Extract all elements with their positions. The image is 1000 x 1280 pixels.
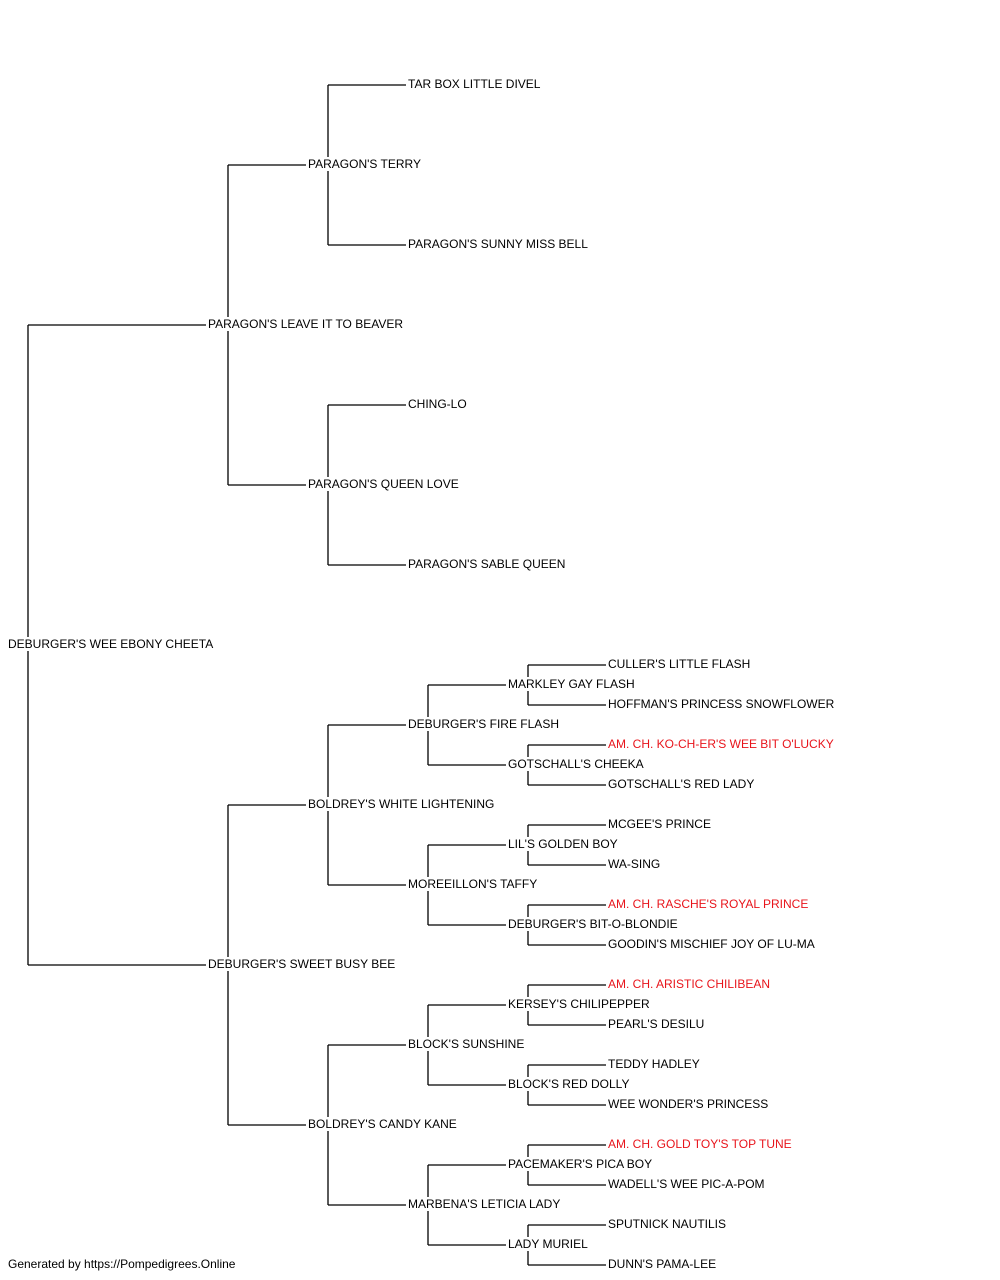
- ancestor-name: WA-SING: [606, 857, 663, 871]
- ancestor-name: DUNN'S PAMA-LEE: [606, 1257, 719, 1271]
- ancestor-name: GOTSCHALL'S CHEEKA: [506, 757, 646, 771]
- ancestor-name-champion: AM. CH. KO-CH-ER'S WEE BIT O'LUCKY: [606, 737, 836, 751]
- ancestor-name: GOODIN'S MISCHIEF JOY OF LU-MA: [606, 937, 817, 951]
- ancestor-name: GOTSCHALL'S RED LADY: [606, 777, 757, 791]
- ancestor-name: BOLDREY'S WHITE LIGHTENING: [306, 797, 497, 811]
- subject-name: DEBURGER'S WEE EBONY CHEETA: [6, 637, 216, 651]
- ancestor-name: TEDDY HADLEY: [606, 1057, 702, 1071]
- ancestor-name: KERSEY'S CHILIPEPPER: [506, 997, 652, 1011]
- ancestor-name-champion: AM. CH. GOLD TOY'S TOP TUNE: [606, 1137, 794, 1151]
- ancestor-name-champion: AM. CH. ARISTIC CHILIBEAN: [606, 977, 773, 991]
- ancestor-name: BOLDREY'S CANDY KANE: [306, 1117, 459, 1131]
- ancestor-name: PARAGON'S TERRY: [306, 157, 423, 171]
- ancestor-name: MCGEE'S PRINCE: [606, 817, 713, 831]
- ancestor-name: MARKLEY GAY FLASH: [506, 677, 637, 691]
- ancestor-name: BLOCK'S SUNSHINE: [406, 1037, 527, 1051]
- ancestor-name: HOFFMAN'S PRINCESS SNOWFLOWER: [606, 697, 837, 711]
- ancestor-name: PARAGON'S LEAVE IT TO BEAVER: [206, 317, 406, 331]
- ancestor-name: MOREEILLON'S TAFFY: [406, 877, 540, 891]
- ancestor-name: PARAGON'S SABLE QUEEN: [406, 557, 568, 571]
- ancestor-name-champion: AM. CH. RASCHE'S ROYAL PRINCE: [606, 897, 811, 911]
- ancestor-name: DEBURGER'S SWEET BUSY BEE: [206, 957, 398, 971]
- generated-by-footer: Generated by https://Pompedigrees.Online: [8, 1257, 236, 1271]
- ancestor-name: CHING-LO: [406, 397, 469, 411]
- ancestor-name: BLOCK'S RED DOLLY: [506, 1077, 632, 1091]
- ancestor-name: CULLER'S LITTLE FLASH: [606, 657, 753, 671]
- ancestor-name: SPUTNICK NAUTILIS: [606, 1217, 729, 1231]
- ancestor-name: MARBENA'S LETICIA LADY: [406, 1197, 563, 1211]
- ancestor-name: WEE WONDER'S PRINCESS: [606, 1097, 771, 1111]
- ancestor-name: LADY MURIEL: [506, 1237, 590, 1251]
- ancestor-name: TAR BOX LITTLE DIVEL: [406, 77, 543, 91]
- ancestor-name: PARAGON'S SUNNY MISS BELL: [406, 237, 590, 251]
- ancestor-name: PARAGON'S QUEEN LOVE: [306, 477, 461, 491]
- ancestor-name: WADELL'S WEE PIC-A-POM: [606, 1177, 767, 1191]
- ancestor-name: DEBURGER'S FIRE FLASH: [406, 717, 561, 731]
- ancestor-name: PEARL'S DESILU: [606, 1017, 707, 1031]
- ancestor-name: LIL'S GOLDEN BOY: [506, 837, 620, 851]
- ancestor-name: PACEMAKER'S PICA BOY: [506, 1157, 655, 1171]
- ancestor-name: DEBURGER'S BIT-O-BLONDIE: [506, 917, 680, 931]
